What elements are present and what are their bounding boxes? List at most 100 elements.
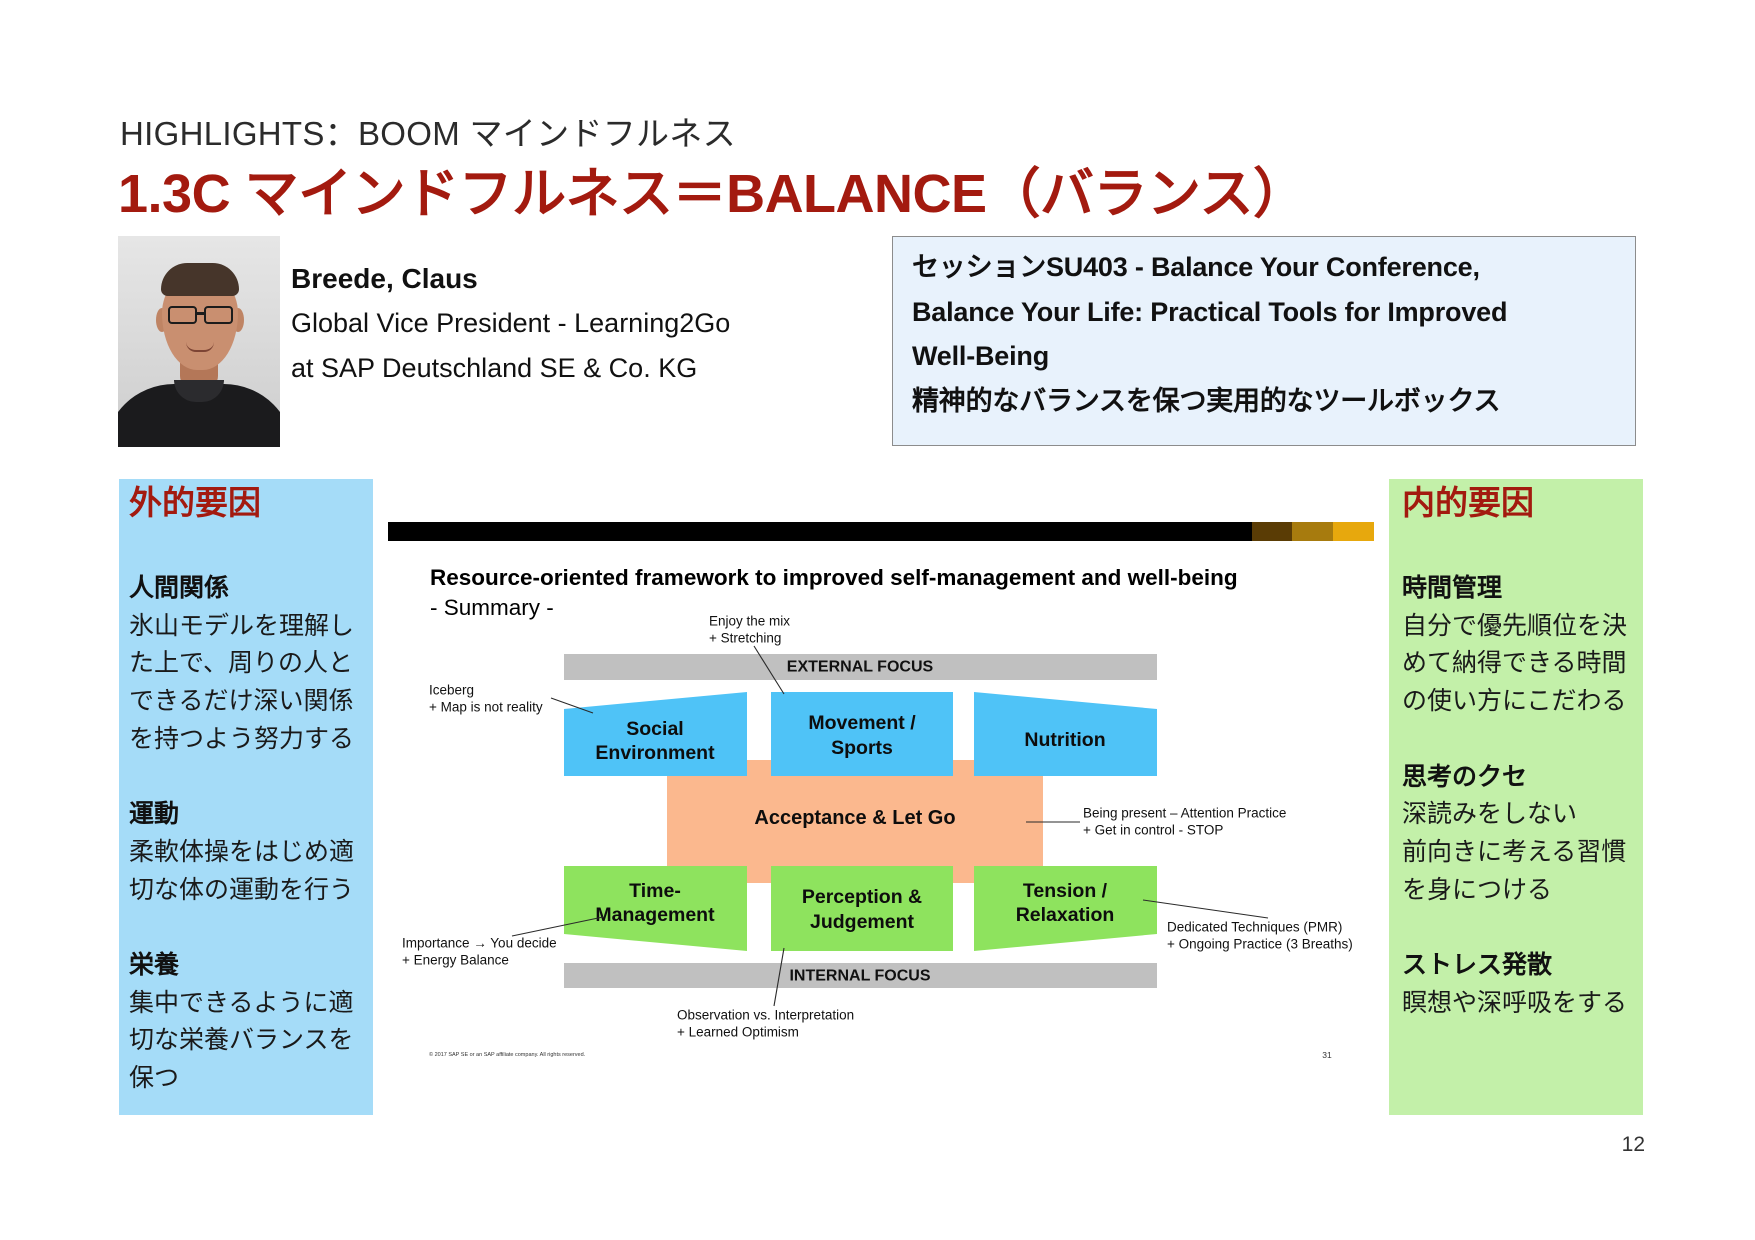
framework-title: Resource-oriented framework to improved … bbox=[430, 565, 1238, 590]
perception-judgement-box bbox=[771, 866, 953, 951]
perception-judgement-label: Perception & bbox=[802, 886, 922, 908]
perception-judgement-label: Judgement bbox=[810, 911, 915, 933]
factor-title: 栄養 bbox=[129, 950, 180, 979]
factor-line: 氷山モデルを理解し bbox=[129, 610, 355, 640]
session-title-line: Balance Your Life: Practical Tools for I… bbox=[912, 296, 1508, 327]
tension-relaxation-label: Tension / bbox=[1023, 880, 1108, 902]
factor-section-time-management: 時間管理 自分で優先順位を決 めて納得できる時間 の使い方にこだわる bbox=[1402, 569, 1627, 720]
annotation-movement: + Stretching bbox=[709, 631, 781, 646]
movement-sports-label: Sports bbox=[831, 737, 893, 759]
external-factors-list: 人間関係 氷山モデルを理解し た上で、周りの人と できるだけ深い関係 を持つよう… bbox=[129, 569, 354, 1097]
factor-line: めて納得できる時間 bbox=[1402, 648, 1627, 678]
color-bar-brown bbox=[1292, 522, 1333, 541]
framework-subtitle: - Summary - bbox=[430, 595, 554, 620]
annotation-acceptance: Being present – Attention Practice bbox=[1083, 806, 1286, 821]
session-title-line: セッションSU403 - Balance Your Conference, bbox=[912, 252, 1480, 282]
leader-line-time bbox=[511, 916, 604, 937]
factor-line: 集中できるように適 bbox=[129, 987, 354, 1017]
factor-section-nutrition: 栄養 集中できるように適 切な栄養バランスを 保つ bbox=[129, 946, 354, 1097]
slide-kicker: HIGHLIGHTS：BOOM マインドフルネス bbox=[120, 115, 736, 152]
photo-hair-shape bbox=[161, 263, 239, 296]
annotation-movement: Enjoy the mix bbox=[709, 614, 790, 629]
factor-title: ストレス発散 bbox=[1402, 950, 1553, 979]
external-factors-panel: 外的要因 人間関係 氷山モデルを理解し た上で、周りの人と できるだけ深い関係 … bbox=[119, 479, 373, 1115]
session-title-line: Well-Being bbox=[912, 341, 1050, 371]
nutrition-box bbox=[974, 692, 1157, 776]
annotation-social: + Map is not reality bbox=[429, 700, 543, 715]
time-management-label: Time- bbox=[629, 880, 681, 902]
factor-section-relationships: 人間関係 氷山モデルを理解し た上で、周りの人と できるだけ深い関係 を持つよう… bbox=[129, 569, 354, 758]
embedded-slide-copyright: © 2017 SAP SE or an SAP affiliate compan… bbox=[429, 1051, 586, 1058]
external-factors-heading: 外的要因 bbox=[129, 483, 261, 522]
factor-line: 保つ bbox=[129, 1063, 180, 1093]
session-box: セッションSU403 - Balance Your Conference, Ba… bbox=[892, 236, 1636, 446]
external-focus-label: EXTERNAL FOCUS bbox=[787, 659, 934, 676]
factor-line: 柔軟体操をはじめ適 bbox=[129, 836, 355, 866]
movement-sports-label: Movement / bbox=[808, 712, 916, 734]
factor-title: 運動 bbox=[129, 799, 180, 829]
factor-line: 切な栄養バランスを bbox=[129, 1025, 354, 1055]
leader-line-movement bbox=[753, 645, 785, 695]
movement-sports-box bbox=[771, 692, 953, 776]
leader-line-perception bbox=[773, 947, 785, 1007]
speaker-info: Breede, Claus Global Vice President - Le… bbox=[291, 256, 730, 391]
annotation-tension: + Ongoing Practice (3 Breaths) bbox=[1167, 937, 1353, 952]
factor-title: 人間関係 bbox=[129, 573, 230, 602]
factor-title: 時間管理 bbox=[1402, 573, 1503, 602]
internal-factors-heading: 内的要因 bbox=[1402, 483, 1534, 522]
annotation-perception: + Learned Optimism bbox=[677, 1025, 799, 1040]
external-focus-bar bbox=[564, 654, 1157, 680]
factor-line: 瞑想や深呼吸をする bbox=[1402, 987, 1628, 1017]
internal-factors-list: 時間管理 自分で優先順位を決 めて納得できる時間 の使い方にこだわる 思考のクセ… bbox=[1402, 569, 1627, 1021]
speaker-company-line: at SAP Deutschland SE & Co. KG bbox=[291, 353, 698, 383]
factor-line: 深読みをしない bbox=[1402, 799, 1578, 829]
factor-line: 自分で優先順位を決 bbox=[1402, 610, 1628, 640]
acceptance-label: Acceptance & Let Go bbox=[754, 807, 955, 829]
social-environment-label: Social bbox=[626, 718, 683, 740]
social-environment-label: Environment bbox=[595, 742, 715, 764]
tension-relaxation-box bbox=[974, 866, 1157, 951]
factor-line: の使い方にこだわる bbox=[1402, 686, 1627, 716]
color-bar-gold bbox=[1333, 522, 1374, 541]
annotation-tension: Dedicated Techniques (PMR) bbox=[1167, 920, 1342, 935]
nutrition-label: Nutrition bbox=[1024, 729, 1105, 751]
photo-collar-shape bbox=[174, 380, 224, 402]
photo-mouth bbox=[186, 342, 214, 352]
annotation-time: + Energy Balance bbox=[402, 953, 509, 968]
speaker-photo bbox=[118, 236, 280, 447]
factor-title: 思考のクセ bbox=[1402, 761, 1528, 791]
annotation-perception: Observation vs. Interpretation bbox=[677, 1008, 854, 1023]
annotation-time: Importance → You decide bbox=[402, 936, 557, 951]
color-bar-dark-brown bbox=[1252, 522, 1292, 541]
time-management-box bbox=[564, 866, 747, 951]
speaker-name: Breede, Claus bbox=[291, 263, 478, 294]
leader-line-social bbox=[550, 697, 594, 714]
page-number: 12 bbox=[1621, 1133, 1645, 1156]
slide-title: 1.3C マインドフルネス＝BALANCE（バランス） bbox=[118, 164, 1307, 224]
internal-focus-label: INTERNAL FOCUS bbox=[789, 968, 930, 985]
factor-line: 前向きに考える習慣 bbox=[1402, 836, 1627, 866]
internal-focus-bar bbox=[564, 963, 1157, 988]
factor-line: を身につける bbox=[1402, 874, 1553, 904]
session-subtitle-ja: 精神的なバランスを保つ実用的なツールボックス bbox=[912, 385, 1501, 416]
time-management-label: Management bbox=[595, 904, 715, 926]
factor-line: 切な体の運動を行う bbox=[129, 874, 355, 904]
factor-line: を持つよう努力する bbox=[129, 723, 355, 753]
color-bar-black bbox=[388, 522, 1252, 541]
photo-glasses-bridge bbox=[197, 312, 205, 315]
speaker-role-line: Global Vice President - Learning2Go bbox=[291, 308, 731, 338]
leader-line-tension bbox=[1142, 899, 1269, 919]
header-color-bar bbox=[388, 522, 1374, 541]
factor-section-stress-relief: ストレス発散 瞑想や深呼吸をする bbox=[1402, 946, 1627, 1021]
factor-line: できるだけ深い関係 bbox=[129, 686, 354, 716]
acceptance-box bbox=[667, 760, 1043, 883]
factor-section-thinking-habits: 思考のクセ 深読みをしない 前向きに考える習慣 を身につける bbox=[1402, 758, 1627, 909]
annotation-social: Iceberg bbox=[429, 683, 474, 698]
annotation-acceptance: + Get in control - STOP bbox=[1083, 823, 1223, 838]
photo-glasses-left bbox=[168, 306, 197, 324]
photo-glasses-right bbox=[204, 306, 233, 324]
embedded-slide-number: 31 bbox=[1322, 1050, 1332, 1060]
factor-section-exercise: 運動 柔軟体操をはじめ適 切な体の運動を行う bbox=[129, 795, 354, 908]
